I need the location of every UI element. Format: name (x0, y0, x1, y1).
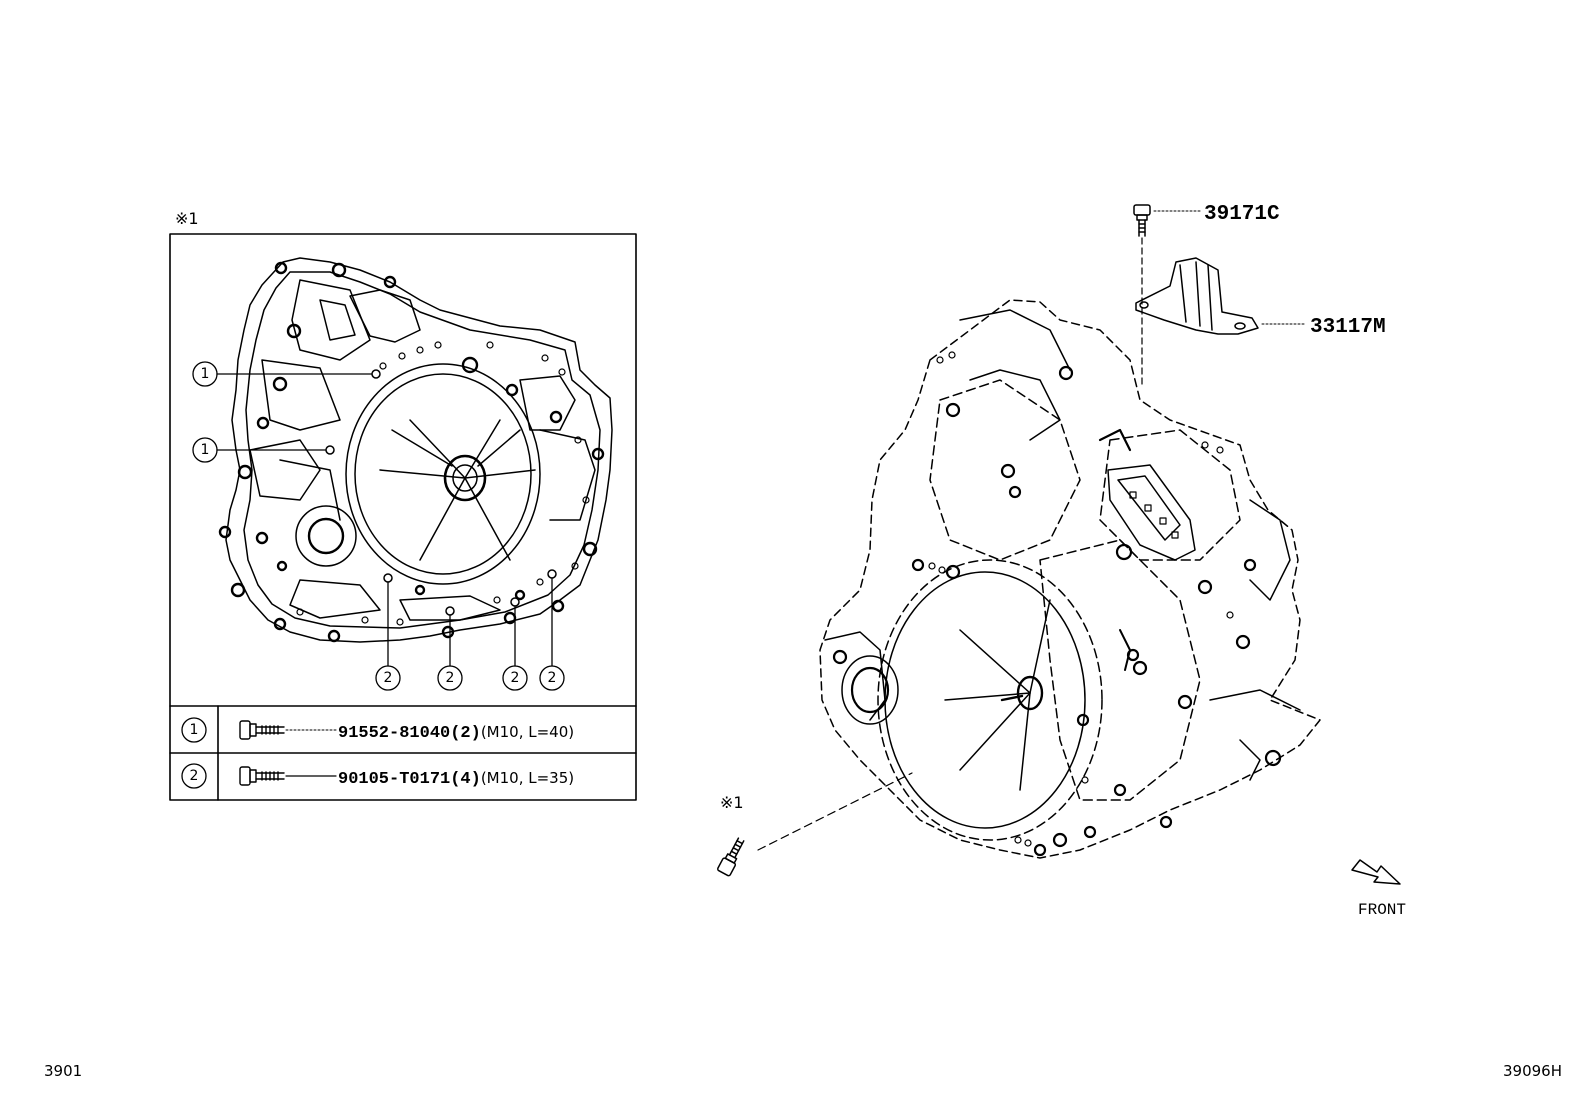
legend-row-2: 2 90105-T0171(4)(M10, L=35) (181, 763, 574, 789)
main-bolt-bosses (832, 365, 1282, 857)
callout-2-b-number: 2 (446, 670, 455, 686)
legend-2-part-number: 90105-T0171 (338, 770, 450, 789)
main-note-mark: ※1 (720, 793, 744, 812)
front-arrow-icon (1351, 859, 1401, 885)
note-bolt: ※1 (717, 772, 913, 877)
legend-2-spec: (M10, L=35) (481, 769, 574, 787)
legend-2-qty: (4) (450, 770, 481, 789)
legend-row-1: 1 91552-81040(2)(M10, L=40) (181, 717, 574, 743)
bolt-icon (239, 720, 285, 740)
callout-1-upper-number: 1 (201, 366, 210, 382)
legend-2-part-number-text: 90105-T0171(4)(M10, L=35) (338, 769, 574, 789)
front-label: FRONT (1358, 901, 1406, 919)
inset-callouts: 1 1 2 2 2 2 (192, 361, 565, 691)
inset-bolt-bosses (218, 261, 605, 643)
main-transmission-drawing (819, 299, 1321, 859)
inset-note-mark: ※1 (175, 209, 199, 228)
footer-left-code: 3901 (44, 1062, 82, 1080)
legend-1-part-number: 91552-81040 (338, 724, 450, 743)
callout-2-c-number: 2 (511, 670, 520, 686)
inset-panel: ※1 (169, 209, 637, 801)
bolt-icon (239, 766, 285, 786)
legend-1-qty: (2) (450, 724, 481, 743)
bolt-39171c (1133, 204, 1201, 385)
inset-case-drawing (218, 257, 613, 643)
bracket-33117m (1135, 257, 1307, 335)
inset-frame (169, 233, 637, 801)
label-33117m: 33117M (1310, 316, 1386, 339)
footer-right-code: 39096H (1503, 1062, 1562, 1080)
callout-2-a-number: 2 (384, 670, 393, 686)
legend-1-spec: (M10, L=40) (481, 723, 574, 741)
legend-1-part-number-text: 91552-81040(2)(M10, L=40) (338, 723, 574, 743)
legend-1-callout: 1 (190, 722, 199, 738)
callout-1-lower-number: 1 (201, 442, 210, 458)
callout-2-d-number: 2 (548, 670, 557, 686)
legend-2-callout: 2 (190, 768, 199, 784)
label-39171c: 39171C (1204, 203, 1280, 226)
